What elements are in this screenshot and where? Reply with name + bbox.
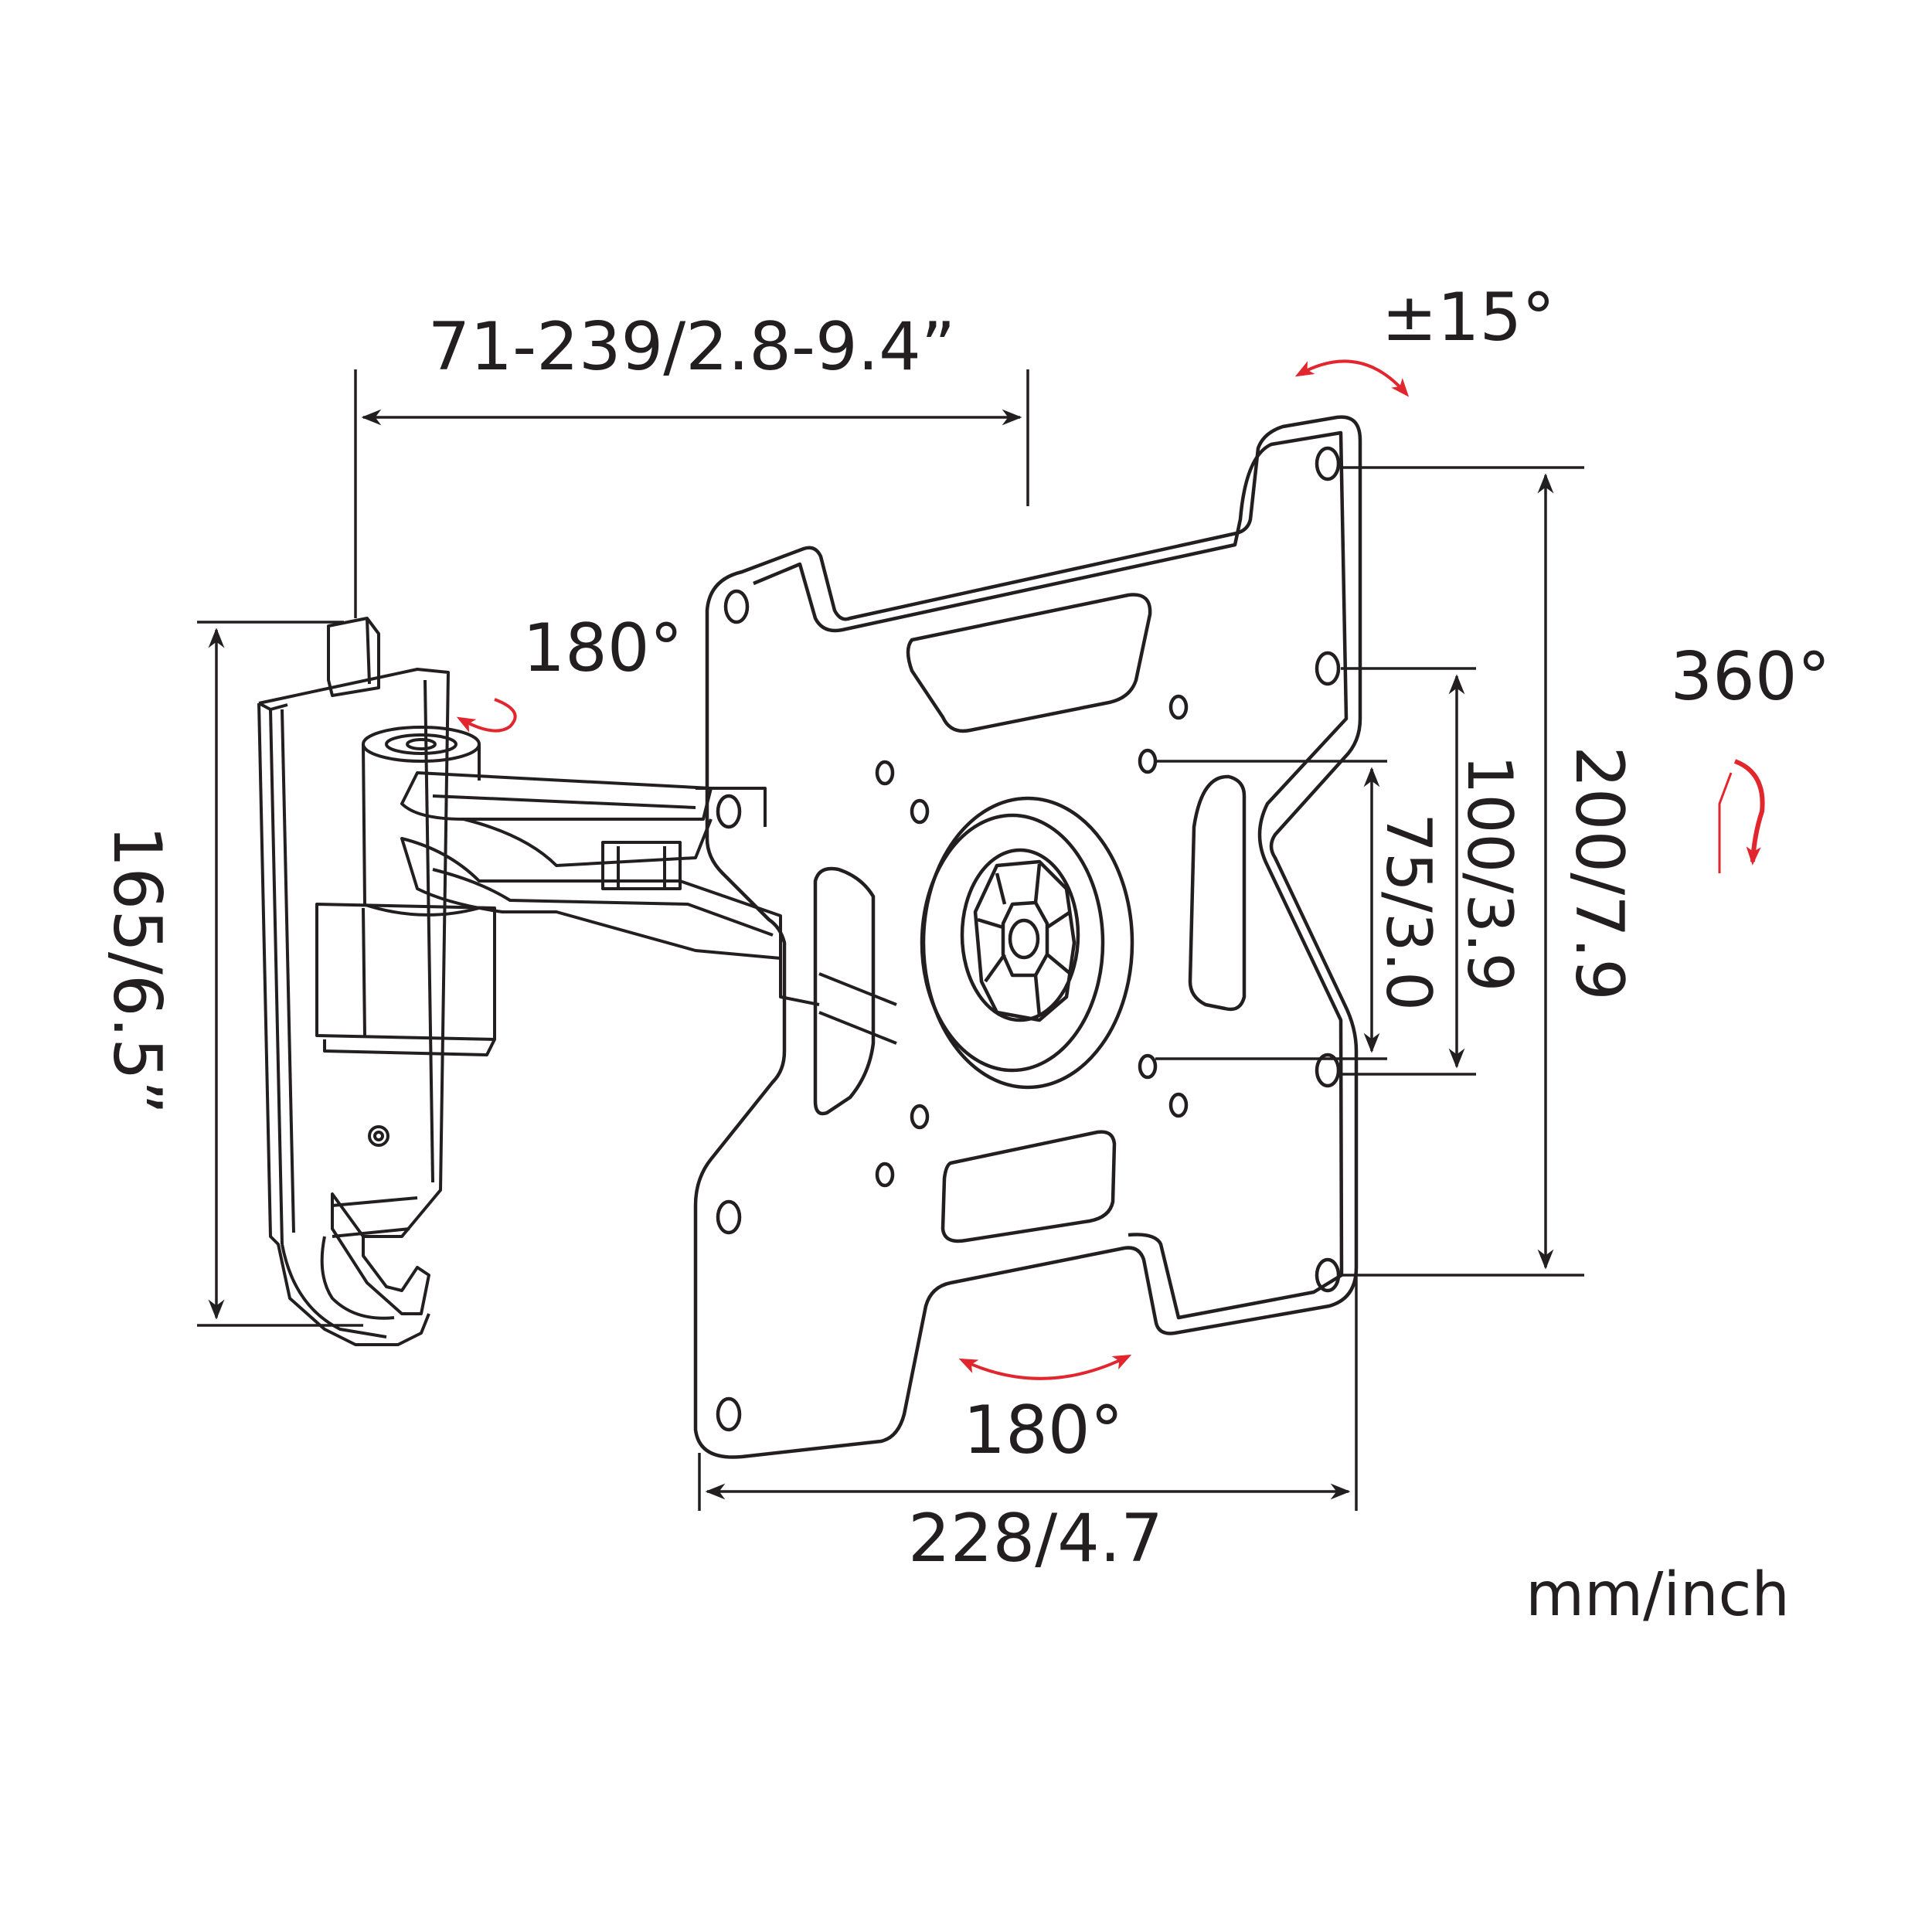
label-wall-plate-height: 165/6.5”	[98, 825, 175, 1114]
label-vesa-hole-100: 100/3.9	[1454, 755, 1526, 992]
label-arm-extension: 71-239/2.8-9.4”	[428, 308, 956, 386]
wall-bracket	[257, 617, 450, 1346]
slot-left	[813, 866, 876, 1116]
slot-top	[906, 593, 1152, 733]
vesa-plate	[693, 415, 1362, 1459]
dimension-lines	[197, 369, 1584, 1511]
label-tilt-angle: ±15°	[1382, 279, 1556, 356]
label-plate-width: 228/4.7	[908, 1500, 1163, 1577]
slot-right	[1188, 774, 1247, 1012]
label-rotation-angle: 360°	[1670, 638, 1830, 716]
center-hub-outer	[921, 796, 1134, 1090]
motion-arrows	[456, 359, 1765, 1380]
label-vesa-plate-height: 200/7.9	[1560, 746, 1638, 1001]
label-plate-swivel-angle: 180°	[963, 1392, 1123, 1469]
plate-swivel-arrow	[958, 1354, 1132, 1380]
label-vesa-hole-75: 75/3.0	[1372, 813, 1444, 1011]
articulating-arm	[315, 726, 897, 1056]
slot-bottom	[940, 1130, 1117, 1243]
arm-swivel-arrow	[456, 698, 517, 733]
label-units: mm/inch	[1526, 1560, 1790, 1630]
labels: 71-239/2.8-9.4” ±15° 180° 360° 180° 228/…	[98, 279, 1831, 1630]
label-arm-swivel-angle: 180°	[522, 610, 682, 687]
rotation-arrow	[1733, 759, 1765, 866]
tilt-arrow	[1294, 359, 1410, 397]
